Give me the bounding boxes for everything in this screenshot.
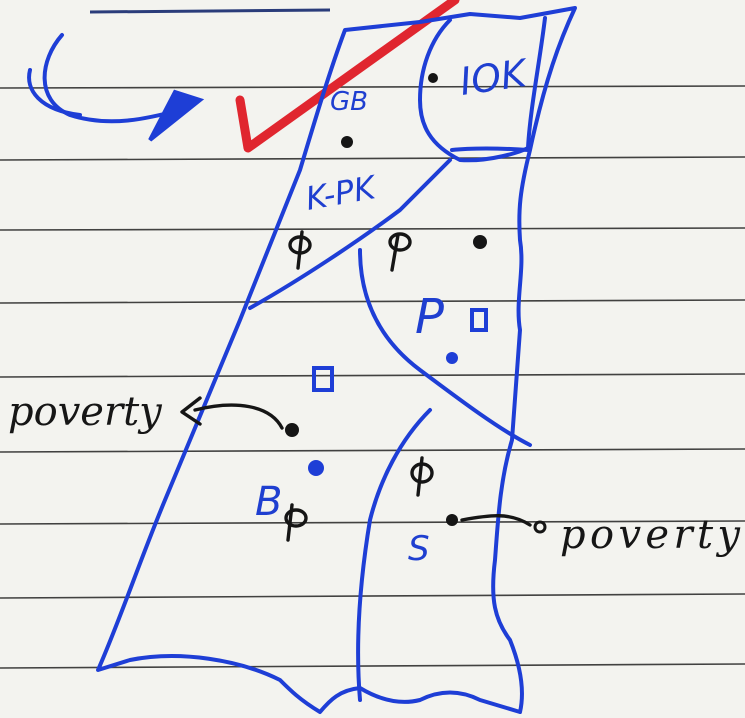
region-label-iok: IOK: [457, 51, 532, 104]
check-mark-icon: [235, 0, 460, 153]
notebook-rule-lines: [0, 8, 745, 669]
marker-dot: [428, 73, 438, 83]
annotation-poverty-left: poverty: [8, 389, 163, 435]
curved-arrow-icon: [27, 33, 205, 142]
marker-dot-blue: [446, 352, 458, 364]
phi-marker: [388, 232, 412, 272]
map-outline: [96, 6, 577, 714]
phi-marker: [288, 230, 312, 270]
annotation-poverty-right: poverty: [560, 512, 741, 558]
map-markers: [284, 73, 488, 542]
marker-square: [470, 308, 488, 332]
region-label-sindh: S: [408, 529, 430, 569]
marker-dot: [446, 514, 458, 526]
phi-marker: [410, 456, 434, 497]
marker-dot: [341, 136, 353, 148]
region-label-kpk: K-PK: [303, 168, 381, 218]
marker-dot-blue: [308, 460, 324, 476]
marker-square: [312, 366, 334, 392]
annotation-arrows: [180, 396, 547, 534]
region-label-gb: GB: [330, 87, 368, 117]
marker-dot: [473, 235, 487, 249]
region-label-balochistan: B: [255, 479, 282, 525]
region-label-punjab: P: [415, 289, 444, 345]
marker-dot: [285, 423, 299, 437]
phi-marker: [284, 503, 308, 542]
